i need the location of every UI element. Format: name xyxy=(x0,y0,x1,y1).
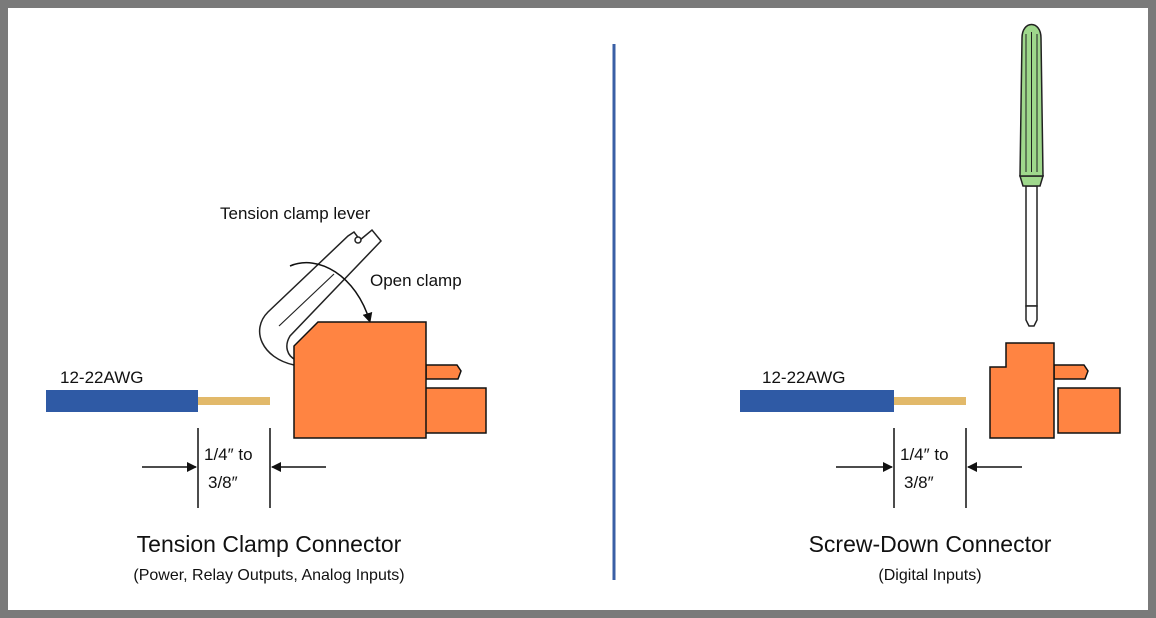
tension-lever-icon xyxy=(258,228,383,366)
strip-length-dimension xyxy=(142,428,326,508)
panel-title: Tension Clamp Connector xyxy=(137,531,402,557)
strip-length-line2: 3/8″ xyxy=(904,473,934,492)
wire-conductor xyxy=(198,397,270,405)
strip-length-line2: 3/8″ xyxy=(208,473,238,492)
left-panel: Tension clamp lever Open clamp 12-22AWG … xyxy=(46,204,487,584)
right-panel: 12-22AWG 1/4″ to 3/8″ Screw-Down Connect… xyxy=(740,23,1121,584)
lever-label: Tension clamp lever xyxy=(220,204,371,223)
strip-length-line1: 1/4″ to xyxy=(900,445,949,464)
panel-title: Screw-Down Connector xyxy=(809,531,1052,557)
tension-clamp-connector xyxy=(293,321,487,439)
strip-length-line1: 1/4″ to xyxy=(204,445,253,464)
wire-gauge-label: 12-22AWG xyxy=(60,368,143,387)
open-clamp-label: Open clamp xyxy=(370,271,462,290)
open-clamp-arrow xyxy=(289,261,373,323)
panel-subtitle: (Digital Inputs) xyxy=(878,567,981,584)
screw-down-connector xyxy=(989,342,1121,439)
wire-insulation xyxy=(46,390,198,412)
wire-conductor xyxy=(894,397,966,405)
panel-subtitle: (Power, Relay Outputs, Analog Inputs) xyxy=(133,567,404,584)
wire-insulation xyxy=(740,390,894,412)
screwdriver-icon xyxy=(1018,23,1045,327)
strip-length-dimension xyxy=(836,428,1022,508)
wire-gauge-label: 12-22AWG xyxy=(762,368,845,387)
